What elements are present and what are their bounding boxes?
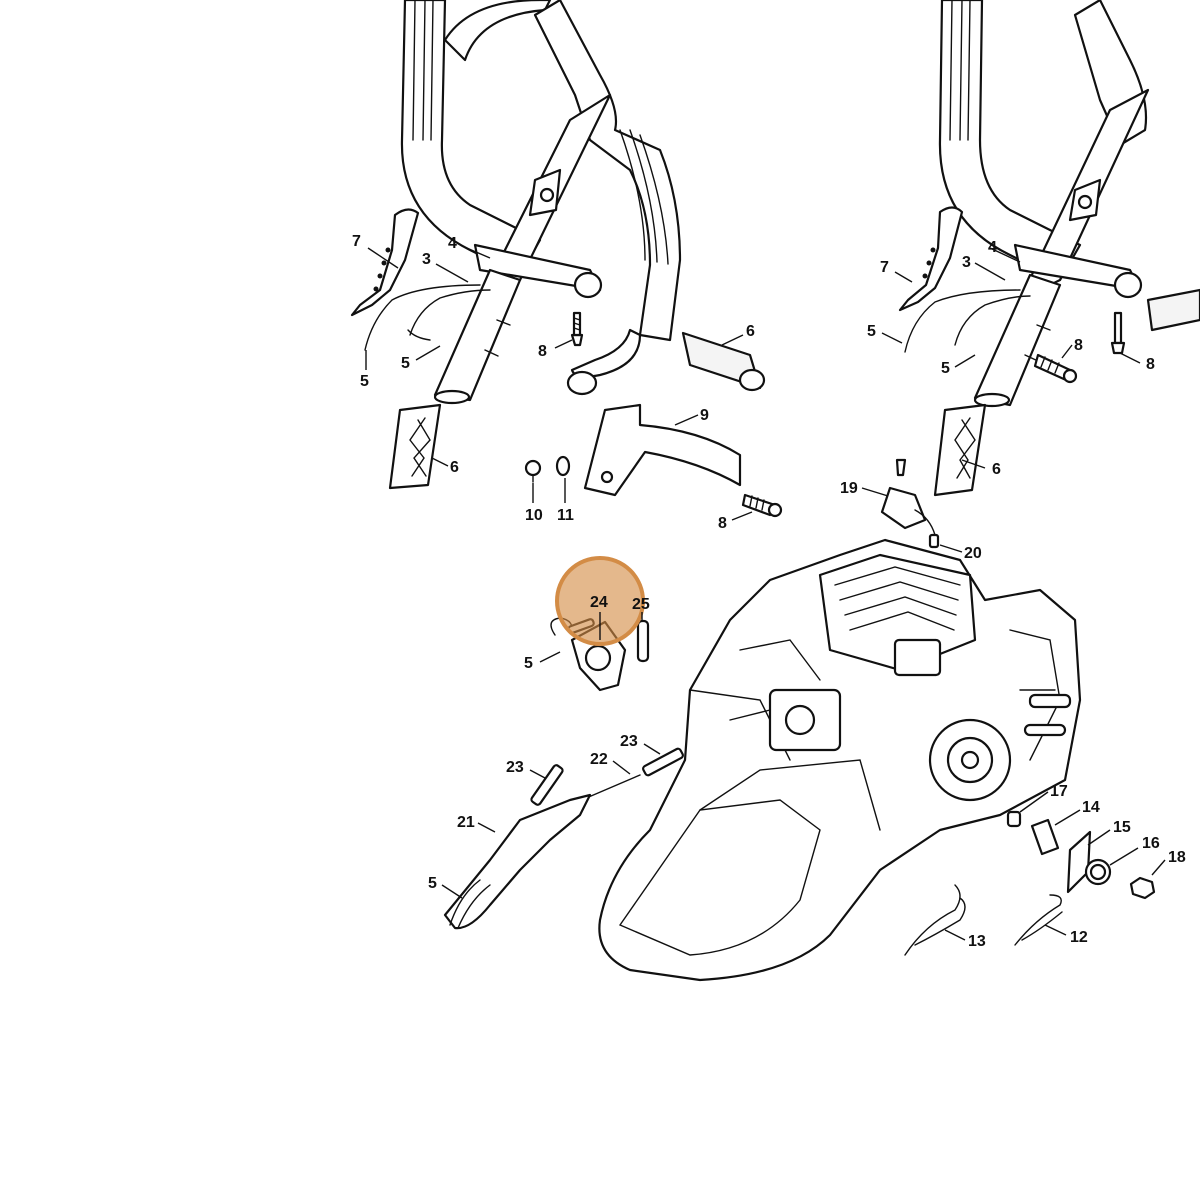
label-part-11[interactable]: 11 bbox=[557, 507, 574, 524]
label-part-25[interactable]: 25 bbox=[632, 596, 650, 613]
part-labels: 7 4 3 8 5 5 6 6 9 10 11 8 7 4 3 5 5 8 8 … bbox=[352, 233, 1186, 950]
label-part-16[interactable]: 16 bbox=[1142, 835, 1160, 852]
small-parts bbox=[443, 617, 1156, 956]
label-part-8[interactable]: 8 bbox=[1074, 337, 1083, 354]
label-part-7[interactable]: 7 bbox=[880, 259, 889, 276]
label-part-9[interactable]: 9 bbox=[700, 407, 709, 424]
label-part-5[interactable]: 5 bbox=[867, 323, 876, 340]
handlebar-right bbox=[880, 0, 1200, 549]
label-part-6[interactable]: 6 bbox=[992, 461, 1001, 478]
label-part-20[interactable]: 20 bbox=[964, 545, 982, 562]
label-part-8[interactable]: 8 bbox=[718, 515, 727, 532]
handlebar-left bbox=[350, 0, 783, 518]
chainsaw-housing bbox=[598, 538, 1082, 982]
label-part-10[interactable]: 10 bbox=[525, 507, 543, 524]
label-part-8[interactable]: 8 bbox=[538, 343, 547, 360]
label-part-23[interactable]: 23 bbox=[506, 759, 524, 776]
label-part-6[interactable]: 6 bbox=[450, 459, 459, 476]
label-part-7[interactable]: 7 bbox=[352, 233, 361, 250]
label-part-18[interactable]: 18 bbox=[1168, 849, 1186, 866]
label-part-5[interactable]: 5 bbox=[524, 655, 533, 672]
label-part-21[interactable]: 21 bbox=[457, 814, 475, 831]
label-part-5[interactable]: 5 bbox=[428, 875, 437, 892]
label-part-13[interactable]: 13 bbox=[968, 933, 986, 950]
label-part-8[interactable]: 8 bbox=[1146, 356, 1155, 373]
label-part-23[interactable]: 23 bbox=[620, 733, 638, 750]
label-part-14[interactable]: 14 bbox=[1082, 799, 1100, 816]
label-part-4[interactable]: 4 bbox=[988, 239, 997, 256]
label-part-15[interactable]: 15 bbox=[1113, 819, 1131, 836]
label-part-24[interactable]: 24 bbox=[590, 594, 608, 611]
label-part-6[interactable]: 6 bbox=[746, 323, 755, 340]
label-part-22[interactable]: 22 bbox=[590, 751, 608, 768]
highlight-circle[interactable] bbox=[555, 556, 645, 646]
leader-lines bbox=[365, 245, 1166, 941]
label-part-5[interactable]: 5 bbox=[360, 373, 369, 390]
label-part-3[interactable]: 3 bbox=[422, 251, 431, 268]
label-part-4[interactable]: 4 bbox=[448, 235, 457, 252]
label-part-19[interactable]: 19 bbox=[840, 480, 858, 497]
label-part-12[interactable]: 12 bbox=[1070, 929, 1088, 946]
label-part-3[interactable]: 3 bbox=[962, 254, 971, 271]
label-part-5[interactable]: 5 bbox=[401, 355, 410, 372]
label-part-5[interactable]: 5 bbox=[941, 360, 950, 377]
label-part-17[interactable]: 17 bbox=[1050, 783, 1068, 800]
